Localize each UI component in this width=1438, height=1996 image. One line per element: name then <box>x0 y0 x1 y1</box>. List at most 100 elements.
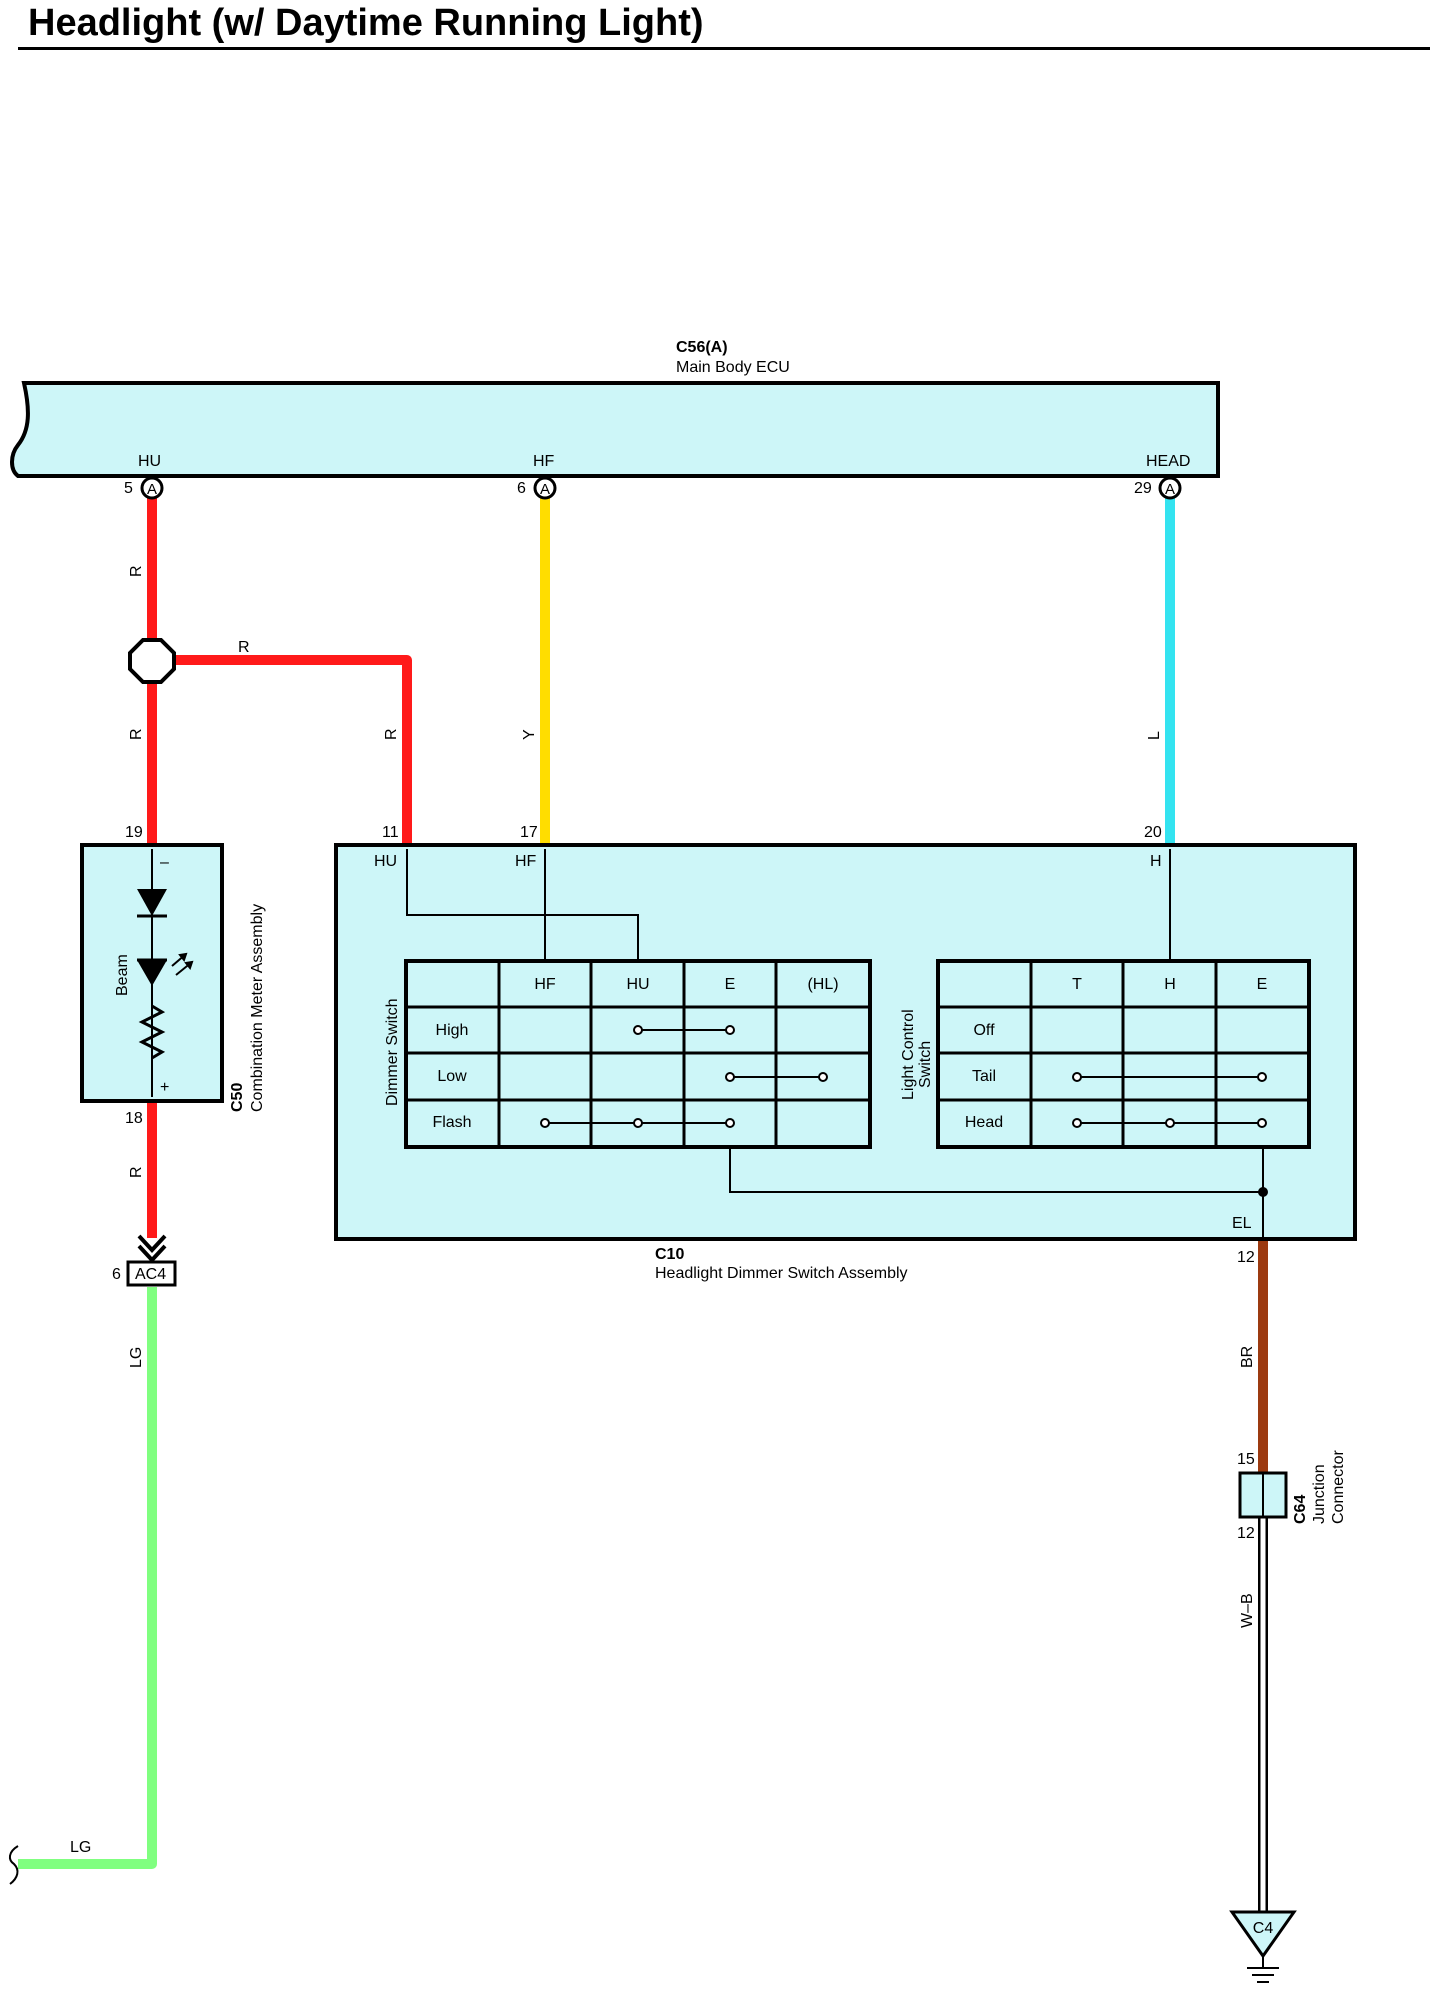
ecu-pin-head-marker <box>1158 476 1182 500</box>
switch-internal-lines <box>406 849 1264 1238</box>
light-table-grid <box>936 959 1311 1149</box>
dimmer-row-flash: Flash <box>432 1114 471 1131</box>
ac4-box <box>126 1260 177 1287</box>
switch-pin-hf: 17 <box>520 824 538 841</box>
combination-meter: 19 18 – + Beam C50 Combination Meter Ass… <box>80 824 266 1127</box>
ecu-pin-label-hf: HF <box>533 453 555 470</box>
ecu-pin-hu-marker <box>140 476 164 500</box>
light-header-e: E <box>1257 976 1268 993</box>
ground-symbol-icon <box>1247 1956 1279 1983</box>
dimmer-header-hl: (HL) <box>807 976 838 993</box>
ecu-code: C56(A) <box>676 339 728 356</box>
light-header-t: T <box>1072 976 1082 993</box>
wire-label-branch-down: R <box>383 728 400 740</box>
wire-branch-hu <box>173 655 412 845</box>
dimmer-row-high: High <box>436 1022 469 1039</box>
diode-icon <box>137 889 167 916</box>
ground-label: C4 <box>1253 1920 1274 1937</box>
switch-pin-hu: 11 <box>382 824 399 841</box>
switch-term-hu: HU <box>374 853 397 870</box>
light-table-title-1: Light Control <box>900 1009 917 1100</box>
title-rule <box>18 47 1430 50</box>
dimmer-table-title: Dimmer Switch <box>384 998 401 1106</box>
light-contacts <box>1072 1072 1267 1128</box>
dimmer-switch-assembly: 11 17 20 12 HU HF H EL C10 Headlight Dim… <box>334 824 1357 1282</box>
light-header-h: H <box>1164 976 1176 993</box>
ac4-label: AC4 <box>135 1266 166 1283</box>
ecu-pin-hu-num: 5 <box>124 480 133 497</box>
led-light-arrows-icon <box>171 952 194 976</box>
lg-break-mark <box>8 1845 19 1885</box>
light-row-head: Head <box>965 1114 1003 1131</box>
switch-code: C10 <box>655 1246 684 1263</box>
led-icon <box>137 960 167 986</box>
ecu-pin-hf-num: 6 <box>517 480 526 497</box>
wire-label-lg-horiz: LG <box>70 1839 91 1856</box>
wire-label-hu-mid: R <box>128 728 145 740</box>
switch-assembly-box <box>334 843 1357 1241</box>
wire-lg <box>18 1287 157 1869</box>
ecu-box <box>10 381 1220 478</box>
wire-label-lg-vert: LG <box>128 1347 145 1368</box>
wires <box>18 497 1268 1912</box>
meter-plus: + <box>160 1079 169 1096</box>
meter-code: C50 <box>229 1083 246 1112</box>
junction-name-1: Junction <box>1311 1464 1328 1524</box>
wire-label-head: L <box>1146 731 1163 740</box>
meter-name: Combination Meter Assembly <box>249 904 266 1112</box>
switch-term-h: H <box>1150 853 1162 870</box>
el-junction-dot <box>1258 1187 1268 1197</box>
light-control-table: Light Control Switch T H E Off Tail Head <box>900 959 1311 1149</box>
light-row-off: Off <box>973 1022 995 1039</box>
meter-beam-label: Beam <box>114 954 131 996</box>
switch-name: Headlight Dimmer Switch Assembly <box>655 1265 908 1282</box>
dimmer-header-hu: HU <box>626 976 649 993</box>
page-title: Headlight (w/ Daytime Running Light) <box>28 2 704 44</box>
wire-label-hu-top: R <box>128 565 145 577</box>
ground-point: C4 <box>1229 1910 1297 1983</box>
dimmer-header-hf: HF <box>534 976 556 993</box>
light-table-title-2: Switch <box>917 1041 934 1088</box>
ecu-pin-label-hu: HU <box>138 453 161 470</box>
wire-label-ground: W–B <box>1239 1593 1256 1628</box>
dimmer-table: Dimmer Switch HF HU E (HL) High Low Flas… <box>384 959 872 1149</box>
meter-pin-bottom: 18 <box>125 1110 143 1127</box>
meter-minus: – <box>160 854 169 871</box>
resistor-icon <box>138 1004 166 1060</box>
dimmer-header-e: E <box>725 976 736 993</box>
junction-code: C64 <box>1292 1495 1309 1524</box>
splice-point <box>128 638 176 684</box>
junction-pin-bottom: 12 <box>1237 1525 1255 1542</box>
ecu-pin-hf-marker <box>533 476 557 500</box>
main-body-ecu: C56(A) Main Body ECU HU HF HEAD <box>10 339 1220 478</box>
ecu-pin-head-conn: A <box>1165 481 1175 498</box>
ecu-pin-hu-conn: A <box>147 481 157 498</box>
ecu-pin-hf-conn: A <box>540 481 550 498</box>
wire-label-el: BR <box>1239 1346 1256 1368</box>
ground-triangle-icon <box>1229 1910 1297 1959</box>
wire-labels: R R R R Y L R LG LG BR W–B <box>70 565 1256 1856</box>
ecu-pin-head-num: 29 <box>1134 480 1152 497</box>
wire-label-hf: Y <box>521 729 538 740</box>
junction-connector: 15 12 C64 Junction Connector <box>1237 1450 1347 1542</box>
switch-term-el: EL <box>1232 1215 1252 1232</box>
wire-label-meter-out: R <box>128 1166 145 1178</box>
connector-chevron-icon-2 <box>137 1244 167 1263</box>
junction-name-2: Connector <box>1330 1450 1347 1524</box>
ecu-name: Main Body ECU <box>676 359 790 376</box>
light-row-tail: Tail <box>972 1068 996 1085</box>
connector-ac4: AC4 6 <box>112 1234 177 1287</box>
ecu-pin-label-head: HEAD <box>1146 453 1190 470</box>
junction-pin-top: 15 <box>1237 1451 1255 1468</box>
wire-label-splice-branch: R <box>238 639 250 656</box>
meter-pin-top: 19 <box>125 824 143 841</box>
dimmer-row-low: Low <box>437 1068 467 1085</box>
dimmer-contacts <box>540 1025 828 1128</box>
ecu-pin-markers: A 5 A 6 A 29 <box>124 476 1182 500</box>
dimmer-table-grid <box>404 959 872 1149</box>
switch-term-hf: HF <box>515 853 537 870</box>
ac4-pin: 6 <box>112 1266 121 1283</box>
connector-chevron-icon <box>137 1234 167 1253</box>
switch-pin-h: 20 <box>1144 824 1162 841</box>
